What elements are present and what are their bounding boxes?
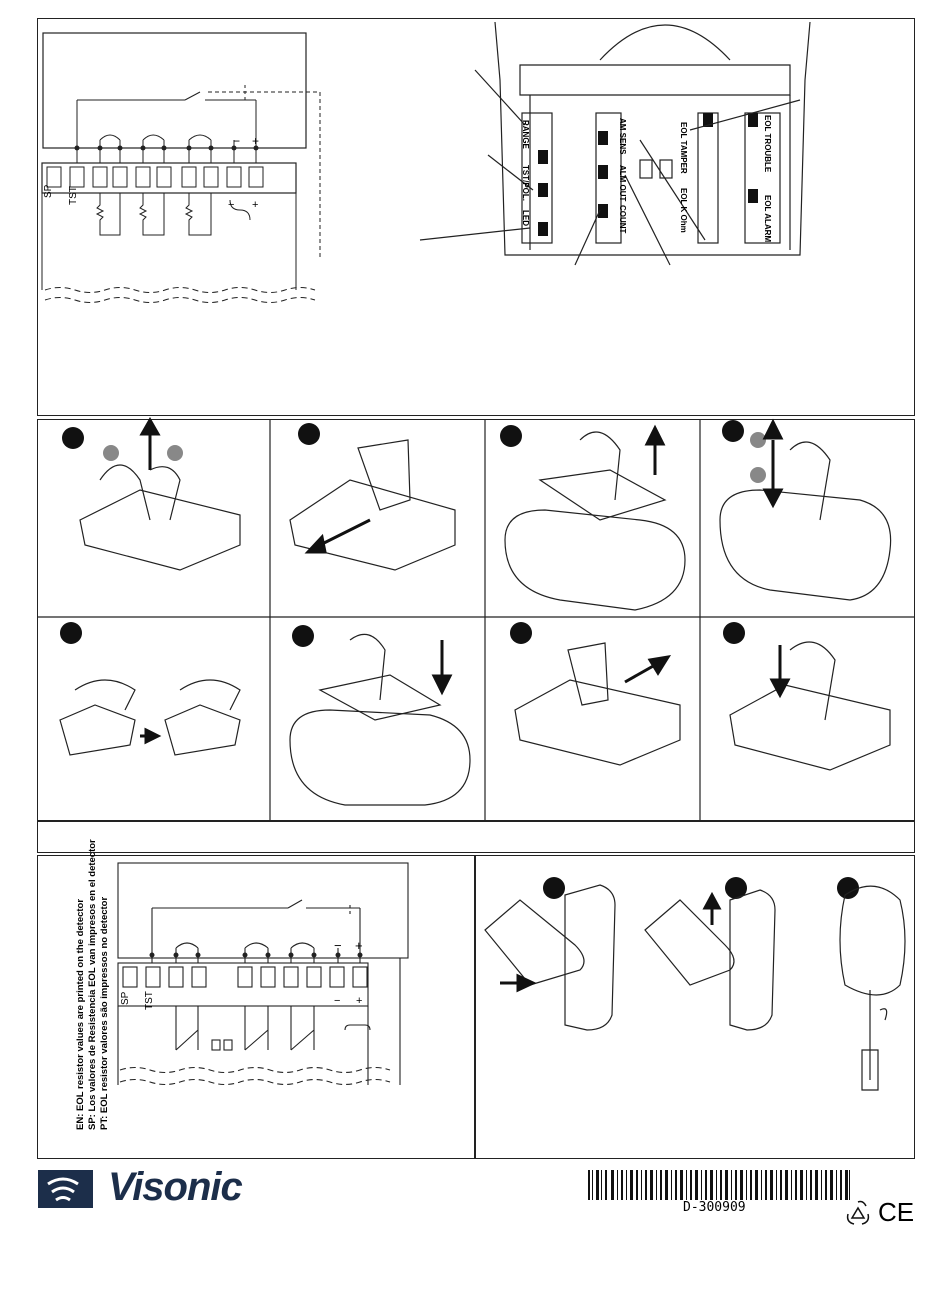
ce-mark: CE <box>878 1197 914 1228</box>
